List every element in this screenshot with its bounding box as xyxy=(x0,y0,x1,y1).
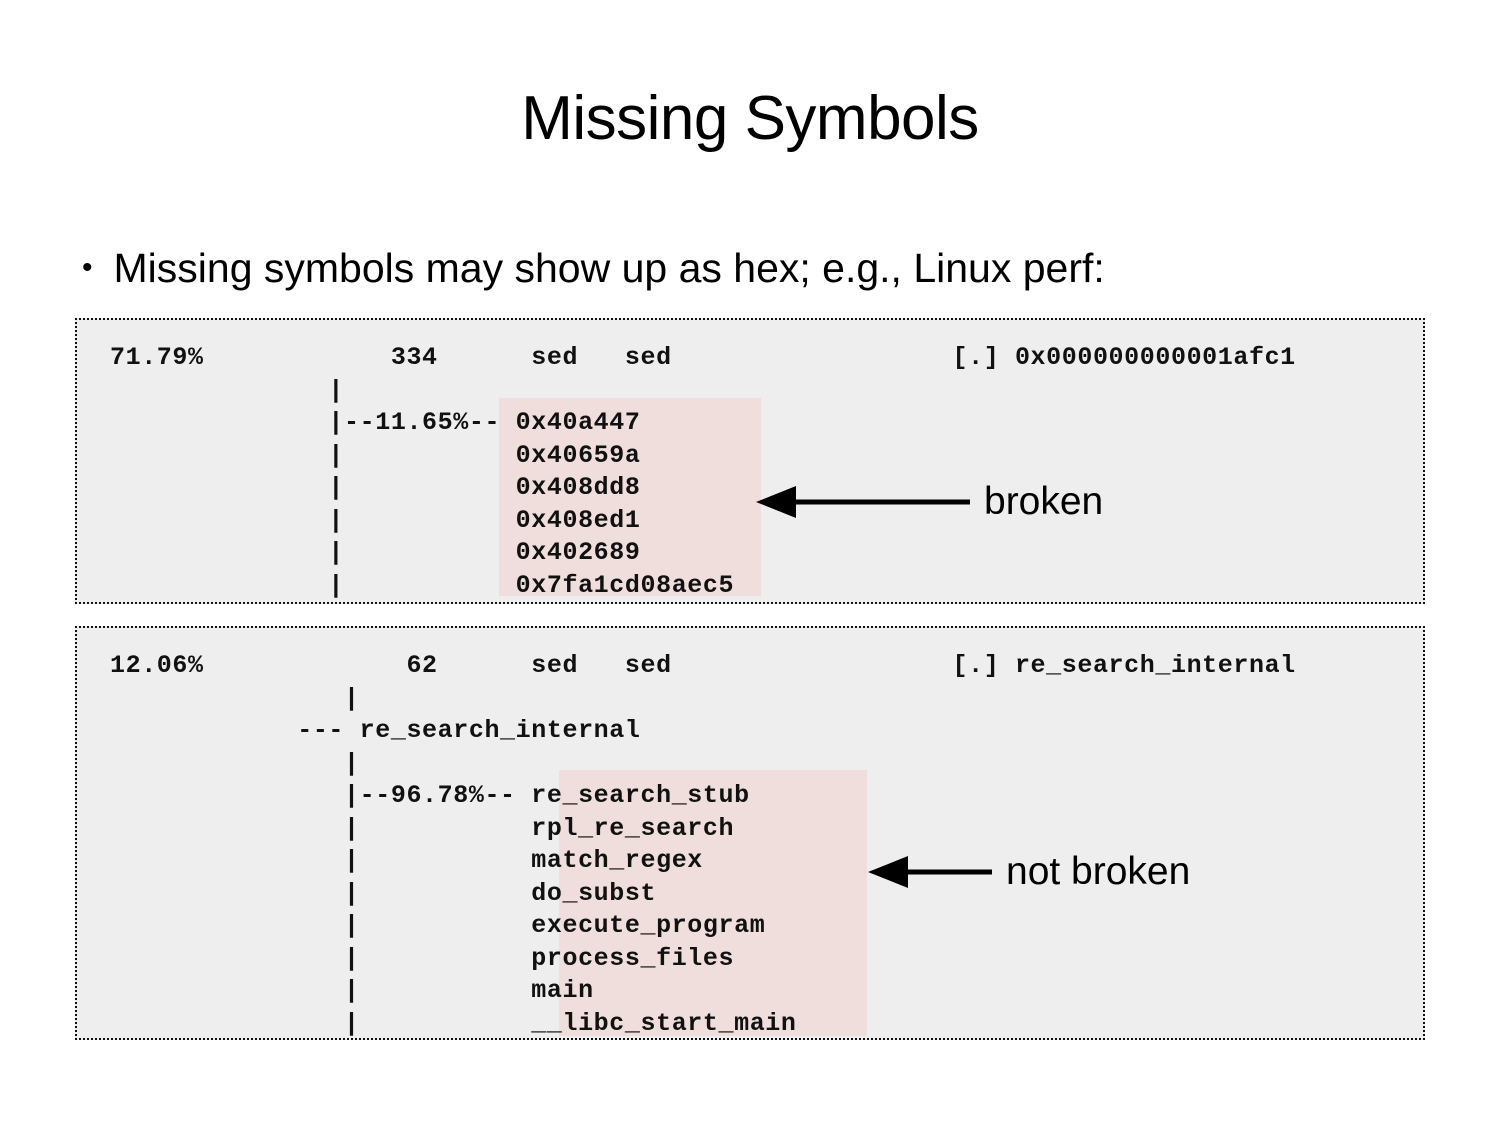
bullet-marker-icon: • xyxy=(82,251,93,284)
annotation-broken: broken xyxy=(756,480,1103,524)
perf-output-text-broken: 71.79% 334 sed sed [.] 0x000000000001afc… xyxy=(110,343,1296,600)
symbol-frames-highlight xyxy=(559,770,867,1036)
page-title: Missing Symbols xyxy=(521,84,979,153)
perf-output-text-not-broken: 12.06% 62 sed sed [.] re_search_internal… xyxy=(110,651,1296,1038)
left-arrow-icon xyxy=(868,856,992,888)
bullet-text: Missing symbols may show up as hex; e.g.… xyxy=(113,245,1105,291)
hex-frames-highlight xyxy=(499,398,761,596)
bullet-list-item: • Missing symbols may show up as hex; e.… xyxy=(82,242,1422,294)
annotation-broken-label: broken xyxy=(984,480,1104,523)
annotation-not-broken-label: not broken xyxy=(1006,850,1191,893)
perf-output-broken-stack: 71.79% 334 sed sed [.] 0x000000000001afc… xyxy=(75,318,1425,604)
left-arrow-icon xyxy=(756,486,970,518)
annotation-not-broken: not broken xyxy=(868,850,1190,894)
perf-output-not-broken-stack: 12.06% 62 sed sed [.] re_search_internal… xyxy=(75,626,1425,1040)
